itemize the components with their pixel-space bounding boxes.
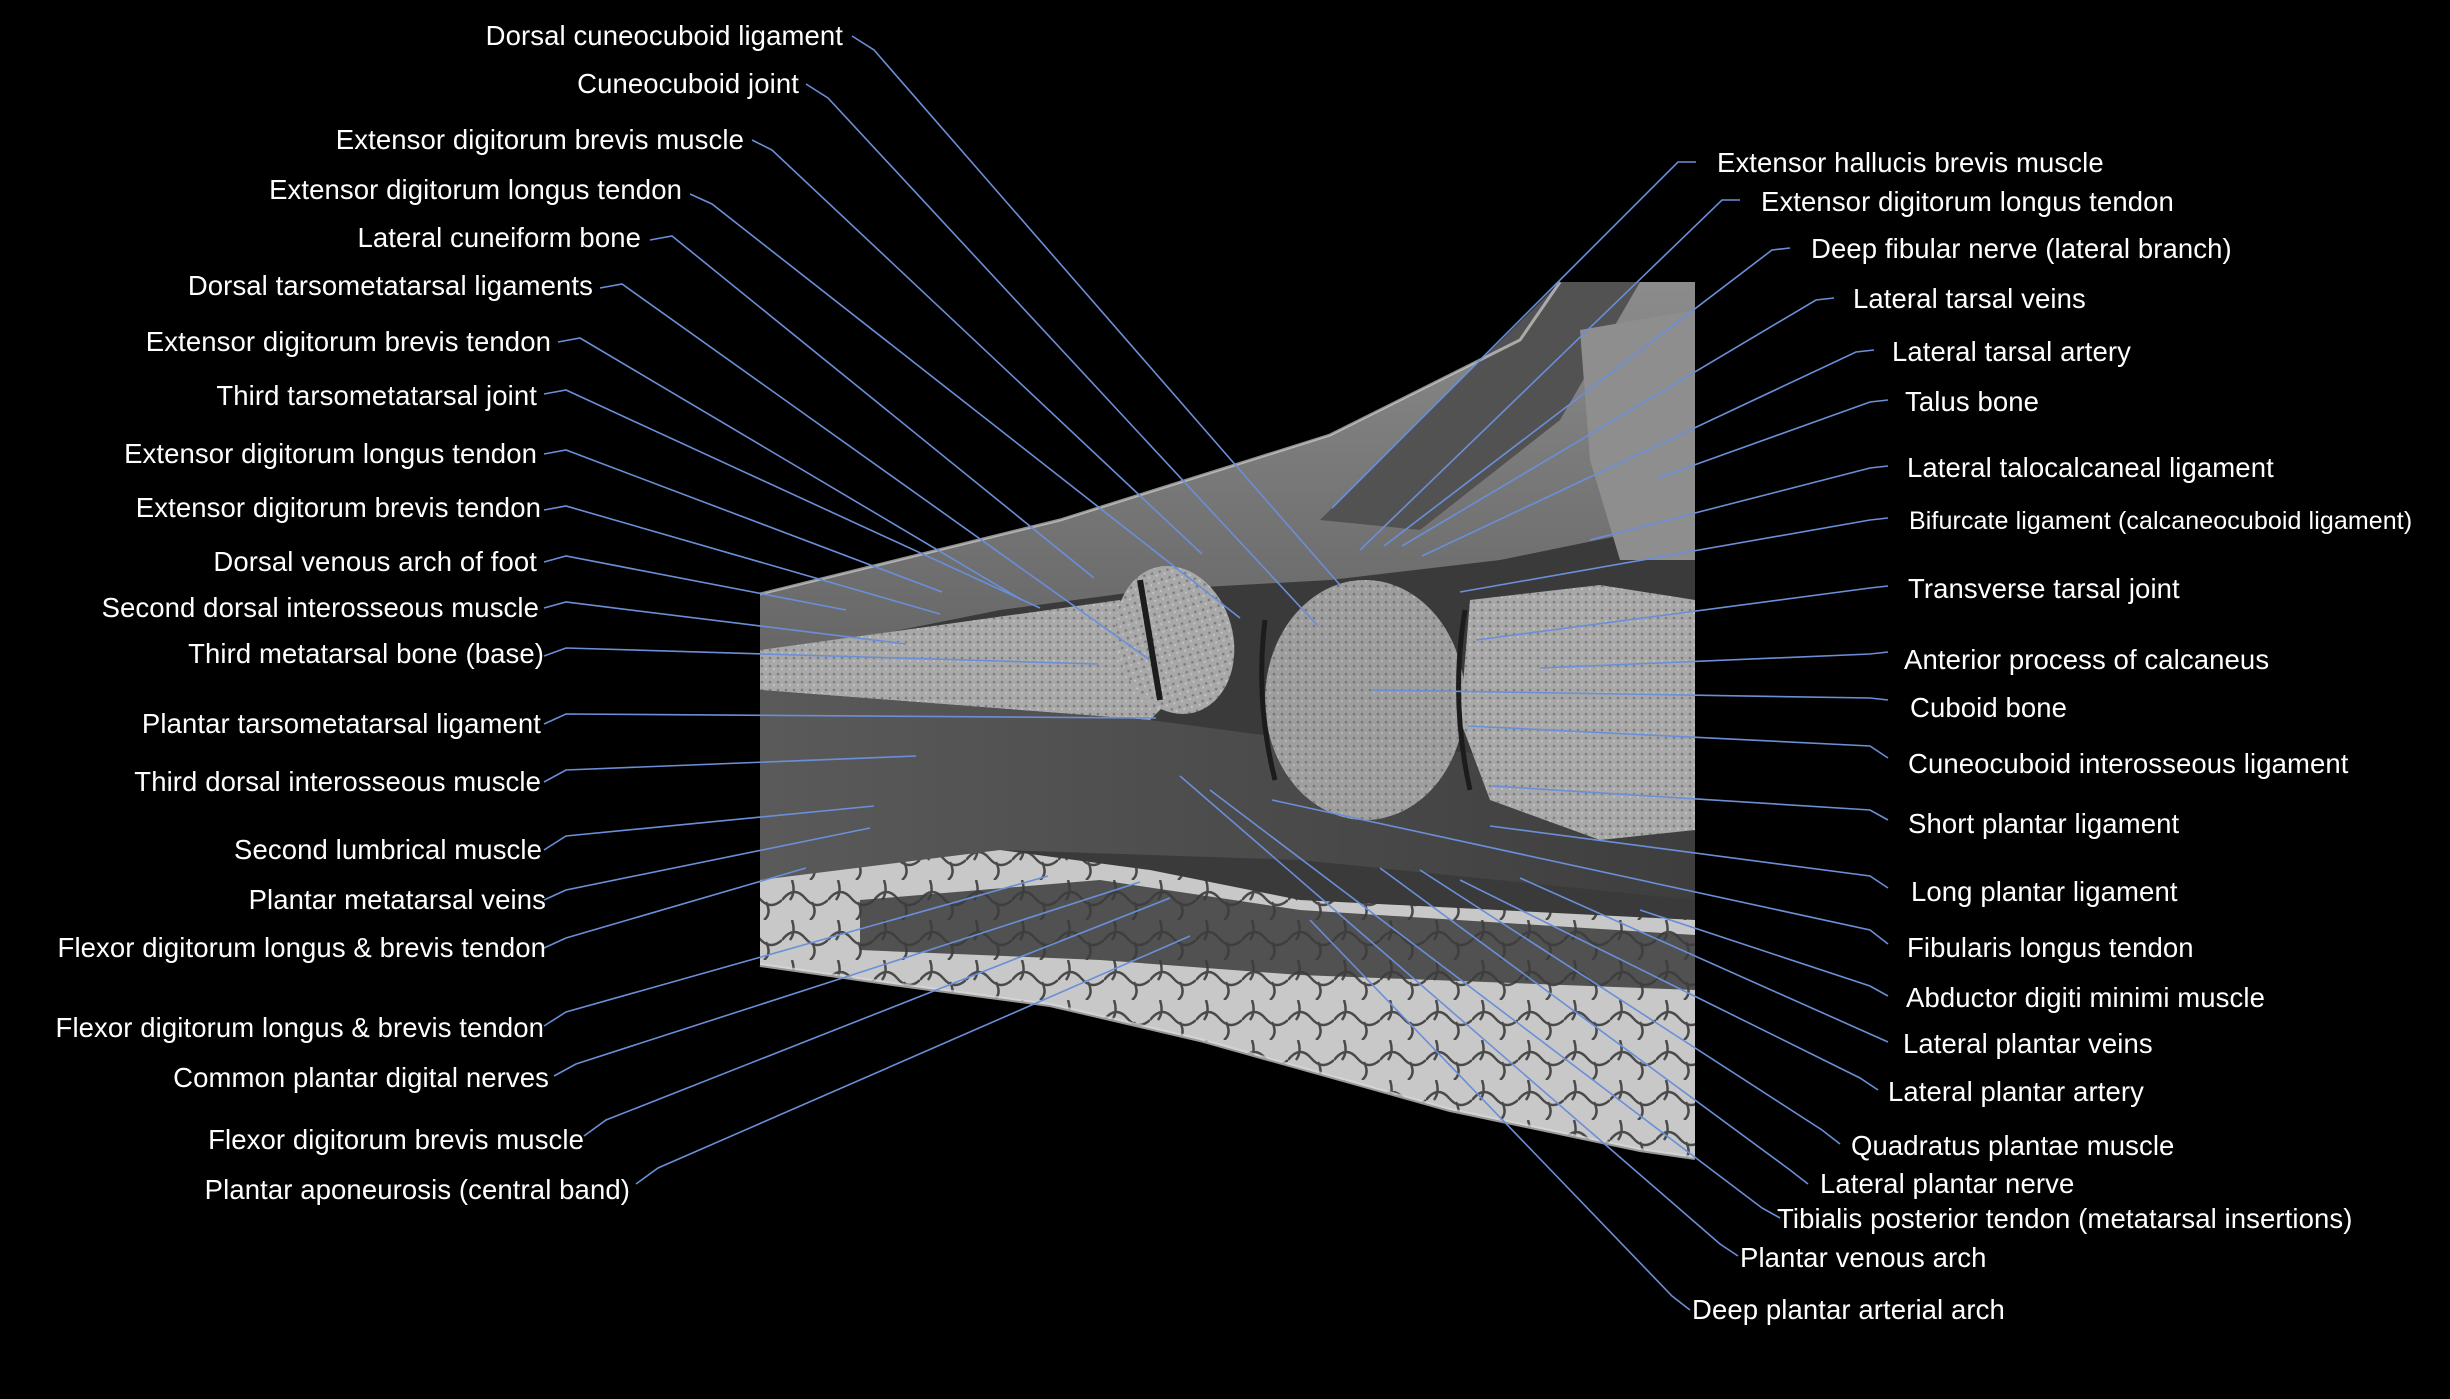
leader-line	[1589, 465, 1889, 541]
label-extensor-hallucis-brevis-muscle: Extensor hallucis brevis muscle	[1717, 147, 2104, 178]
leader-lines	[543, 35, 1889, 1311]
leader-line	[1657, 399, 1889, 479]
label-bifurcate-ligament: Bifurcate ligament (calcaneocuboid ligam…	[1909, 507, 2413, 535]
label-lateral-talocalcaneal-ligament: Lateral talocalcaneal ligament	[1907, 452, 2274, 483]
label-third-metatarsal-bone-base: Third metatarsal bone (base)	[188, 638, 544, 669]
label-plantar-tarsometatarsal-ligament: Plantar tarsometatarsal ligament	[141, 708, 541, 739]
label-deep-fibular-nerve-lateral-branch: Deep fibular nerve (lateral branch)	[1811, 233, 2232, 264]
label-lateral-cuneiform-bone: Lateral cuneiform bone	[357, 222, 641, 253]
leader-line	[1401, 297, 1835, 547]
leader-line	[1271, 799, 1889, 945]
leader-line	[1209, 789, 1781, 1219]
leader-line	[805, 83, 1319, 627]
leader-line	[1379, 867, 1809, 1185]
leader-line	[543, 875, 1049, 1027]
label-common-plantar-digital-nerves: Common plantar digital nerves	[173, 1062, 549, 1093]
leader-line	[1639, 909, 1889, 997]
leader-line	[1331, 161, 1696, 509]
label-dorsal-venous-arch-of-foot: Dorsal venous arch of foot	[213, 546, 537, 577]
label-flexor-digitorum-brevis-muscle: Flexor digitorum brevis muscle	[208, 1124, 584, 1155]
label-third-dorsal-interosseous-muscle: Third dorsal interosseous muscle	[134, 766, 541, 797]
label-tibialis-posterior-tendon: Tibialis posterior tendon (metatarsal in…	[1777, 1203, 2353, 1234]
leader-line	[543, 713, 1157, 725]
leader-line	[1489, 825, 1889, 889]
leader-line	[543, 867, 807, 949]
leader-line	[543, 647, 1099, 665]
leader-line	[543, 755, 917, 783]
leader-line	[543, 555, 847, 611]
label-dorsal-tarsometatarsal-ligaments: Dorsal tarsometatarsal ligaments	[187, 270, 593, 301]
label-short-plantar-ligament: Short plantar ligament	[1908, 808, 2180, 839]
label-extensor-digitorum-longus-tendon-3: Extensor digitorum longus tendon	[1761, 186, 2174, 217]
label-third-tarsometatarsal-joint: Third tarsometatarsal joint	[216, 380, 537, 411]
label-extensor-digitorum-brevis-tendon-1: Extensor digitorum brevis tendon	[145, 326, 551, 357]
label-talus-bone: Talus bone	[1905, 386, 2040, 417]
leader-line	[543, 505, 941, 615]
label-extensor-digitorum-longus-tendon-1: Extensor digitorum longus tendon	[269, 174, 682, 205]
label-deep-plantar-arterial-arch: Deep plantar arterial arch	[1692, 1294, 2005, 1325]
leader-line	[599, 283, 1151, 661]
leader-line	[1419, 869, 1841, 1145]
label-lateral-plantar-artery: Lateral plantar artery	[1888, 1076, 2144, 1107]
label-abductor-digiti-minimi-muscle: Abductor digiti minimi muscle	[1906, 982, 2265, 1013]
label-cuneocuboid-joint: Cuneocuboid joint	[577, 68, 799, 99]
leader-line	[1421, 349, 1875, 557]
label-lateral-plantar-nerve: Lateral plantar nerve	[1820, 1168, 2075, 1199]
label-anterior-process-of-calcaneus: Anterior process of calcaneus	[1904, 644, 2270, 675]
label-long-plantar-ligament: Long plantar ligament	[1911, 876, 2178, 907]
label-second-dorsal-interosseous-muscle: Second dorsal interosseous muscle	[101, 592, 539, 623]
leader-line	[1475, 585, 1889, 641]
leader-line	[557, 337, 1023, 601]
leader-line	[553, 881, 1141, 1077]
leader-line	[1459, 879, 1879, 1091]
leader-line	[583, 897, 1171, 1137]
label-plantar-venous-arch: Plantar venous arch	[1740, 1242, 1987, 1273]
label-quadratus-plantae-muscle: Quadratus plantae muscle	[1851, 1130, 2175, 1161]
leader-line	[1359, 199, 1740, 551]
label-second-lumbrical-muscle: Second lumbrical muscle	[234, 834, 542, 865]
label-fibularis-longus-tendon: Fibularis longus tendon	[1907, 932, 2194, 963]
label-cuneocuboid-interosseous-ligament: Cuneocuboid interosseous ligament	[1908, 748, 2349, 779]
leader-line	[543, 389, 1041, 609]
leader-line	[635, 935, 1191, 1185]
leader-line	[1179, 775, 1739, 1257]
leader-line	[543, 601, 907, 645]
label-plantar-metatarsal-veins: Plantar metatarsal veins	[248, 884, 546, 915]
label-extensor-digitorum-longus-tendon-2: Extensor digitorum longus tendon	[124, 438, 537, 469]
leader-line	[689, 193, 1241, 619]
label-flexor-digitorum-longus-brevis-tendon-1: Flexor digitorum longus & brevis tendon	[57, 932, 546, 963]
leader-line	[1309, 919, 1691, 1311]
label-plantar-aponeurosis-central-band: Plantar aponeurosis (central band)	[204, 1174, 630, 1205]
leader-line	[1519, 877, 1889, 1043]
label-extensor-digitorum-brevis-tendon-2: Extensor digitorum brevis tendon	[135, 492, 541, 523]
leader-line	[543, 805, 875, 851]
label-extensor-digitorum-brevis-muscle: Extensor digitorum brevis muscle	[335, 124, 744, 155]
leader-line	[1383, 247, 1791, 547]
leader-line	[649, 235, 1095, 579]
label-cuboid-bone: Cuboid bone	[1910, 692, 2068, 723]
leader-line	[751, 139, 1203, 555]
leader-line	[1491, 785, 1889, 821]
leader-line	[851, 35, 1341, 586]
leader-line	[1459, 517, 1889, 593]
leader-line	[1467, 725, 1889, 759]
leader-line	[543, 827, 871, 901]
label-dorsal-cuneocuboid-ligament: Dorsal cuneocuboid ligament	[485, 20, 843, 51]
label-flexor-digitorum-longus-brevis-tendon-2: Flexor digitorum longus & brevis tendon	[55, 1012, 544, 1043]
label-transverse-tarsal-joint: Transverse tarsal joint	[1908, 573, 2180, 604]
label-lateral-plantar-veins: Lateral plantar veins	[1903, 1028, 2153, 1059]
label-lateral-tarsal-veins: Lateral tarsal veins	[1853, 283, 2086, 314]
label-lateral-tarsal-artery: Lateral tarsal artery	[1892, 336, 2132, 367]
leader-line	[1539, 651, 1889, 669]
mri-panel	[759, 281, 1696, 1160]
leader-line	[1371, 689, 1889, 701]
leader-line	[543, 449, 943, 593]
